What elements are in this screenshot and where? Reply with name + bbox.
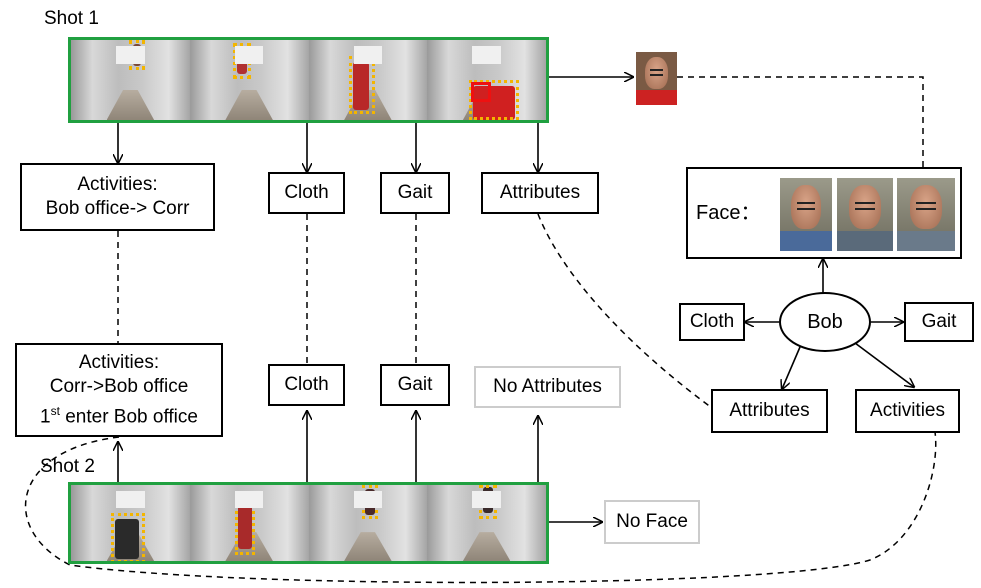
detection-box bbox=[129, 40, 145, 70]
detection-box bbox=[469, 80, 520, 120]
shot2-gait-label: Gait bbox=[397, 374, 433, 395]
shot2-gait-box: Gait bbox=[380, 364, 450, 406]
face-gallery-image-2 bbox=[837, 178, 893, 251]
shot1-activities-box: Activities: Bob office-> Corr bbox=[20, 163, 215, 231]
shot2-activities-box: Activities: Corr->Bob office 1st enter B… bbox=[15, 343, 223, 437]
shot2-activities-line1: Activities: bbox=[78, 351, 160, 373]
bob-gait-label: Gait bbox=[921, 311, 957, 332]
shot1-gait-box: Gait bbox=[380, 172, 450, 214]
shot2-frame-3 bbox=[308, 485, 428, 561]
face-detection-box bbox=[471, 82, 492, 102]
shot1-label: Shot 1 bbox=[44, 8, 99, 29]
bob-attributes-box: Attributes bbox=[711, 389, 828, 433]
bob-gait-box: Gait bbox=[904, 302, 974, 342]
dash-attributes-link bbox=[537, 213, 713, 409]
bob-activities-label: Activities bbox=[870, 400, 945, 421]
shot2-no-attributes-label: No Attributes bbox=[493, 376, 602, 397]
shot1-activities-line1: Activities: bbox=[77, 174, 158, 195]
shot1-video-strip bbox=[68, 37, 549, 123]
shot2-first-enter-line: 1st enter Bob office bbox=[40, 399, 198, 429]
first-enter-text: enter Bob office bbox=[59, 406, 198, 428]
shot2-frame-1 bbox=[71, 485, 190, 561]
shot2-frame-4 bbox=[427, 485, 546, 561]
detection-box bbox=[234, 500, 255, 555]
arrow-bob-activities bbox=[854, 342, 914, 387]
bob-node: Bob bbox=[779, 292, 871, 352]
detection-box bbox=[361, 485, 378, 519]
shot1-attributes-label: Attributes bbox=[499, 182, 581, 203]
detection-box bbox=[111, 513, 145, 561]
first-enter-number: 1 bbox=[40, 406, 51, 428]
shot1-frame-1 bbox=[71, 40, 190, 120]
bob-name: Bob bbox=[807, 311, 843, 333]
shot1-cloth-label: Cloth bbox=[284, 182, 329, 203]
bob-activities-box: Activities bbox=[855, 389, 960, 433]
first-enter-suffix: st bbox=[50, 403, 60, 418]
shot1-activities-line2: Bob office-> Corr bbox=[45, 198, 190, 219]
shot1-frame-2 bbox=[189, 40, 309, 120]
face-gallery-image-3 bbox=[897, 178, 955, 251]
shot2-no-face-label: No Face bbox=[616, 511, 688, 532]
shot2-video-strip bbox=[68, 482, 549, 564]
detection-box bbox=[232, 43, 251, 79]
shot1-gait-label: Gait bbox=[397, 182, 433, 203]
shot1-cloth-box: Cloth bbox=[268, 172, 345, 214]
face-gallery-image-1 bbox=[780, 178, 832, 251]
detection-box bbox=[479, 485, 498, 519]
face-gallery-label: Face： bbox=[696, 202, 761, 224]
shot1-attributes-box: Attributes bbox=[481, 172, 599, 214]
face-crop-thumbnail bbox=[636, 52, 677, 105]
dash-face-link bbox=[677, 76, 924, 167]
shot2-no-face-box: No Face bbox=[604, 500, 700, 544]
shot2-cloth-box: Cloth bbox=[268, 364, 345, 406]
bob-attributes-label: Attributes bbox=[729, 400, 810, 421]
shot1-frame-4 bbox=[427, 40, 546, 120]
detection-box bbox=[348, 56, 375, 114]
shot2-activities-line2: Corr->Bob office bbox=[49, 375, 189, 397]
bob-cloth-box: Cloth bbox=[679, 303, 745, 341]
shot2-label: Shot 2 bbox=[40, 456, 95, 477]
shot1-frame-3 bbox=[308, 40, 428, 120]
bob-cloth-label: Cloth bbox=[689, 311, 735, 332]
shot2-no-attributes-box: No Attributes bbox=[474, 366, 621, 408]
shot2-cloth-label: Cloth bbox=[284, 374, 329, 395]
arrow-bob-attributes bbox=[782, 346, 801, 389]
shot2-frame-2 bbox=[189, 485, 309, 561]
dash-activities-bob-link bbox=[24, 431, 937, 584]
